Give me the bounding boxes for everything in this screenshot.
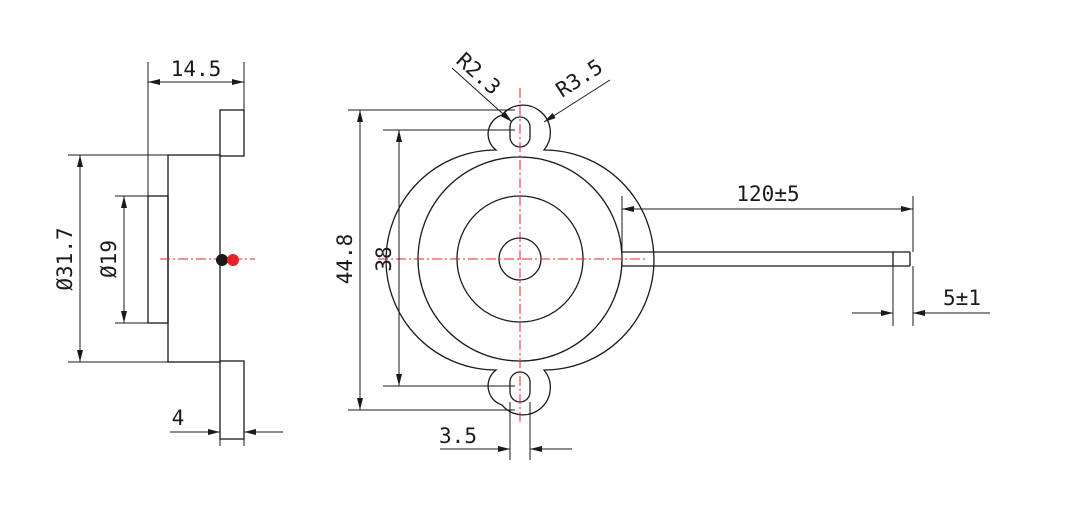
tab-thickness-label: 4 <box>172 406 185 430</box>
mounting-flange <box>385 104 655 416</box>
dim-hole-radius: R2.3 <box>452 48 513 123</box>
side-bottom-tab <box>219 360 245 440</box>
inner-diameter-label: Ø19 <box>97 240 121 278</box>
dim-inner-diameter: Ø19 <box>97 195 148 324</box>
dim-wire-strip: 5±1 <box>852 266 990 326</box>
wire-strip-label: 5±1 <box>943 286 981 310</box>
dim-side-width: 14.5 <box>147 57 245 196</box>
side-top-tab <box>219 109 245 157</box>
side-body <box>167 154 221 363</box>
side-view: 14.5 Ø31.7 Ø19 4 <box>53 57 283 446</box>
dim-tab-thickness: 4 <box>170 406 283 446</box>
hole-spacing-label: 38 <box>372 246 396 271</box>
hole-width-label: 3.5 <box>439 424 477 448</box>
dim-hole-width: 3.5 <box>439 402 572 460</box>
dim-overall-height: 44.8 <box>333 109 515 411</box>
front-view: 44.8 38 R2.3 R3.5 3.5 <box>333 48 990 460</box>
dim-tab-radius: R3.5 <box>543 55 611 123</box>
overall-height-label: 44.8 <box>333 234 357 285</box>
dim-wire-length: 120±5 <box>621 182 914 252</box>
wire-length-label: 120±5 <box>736 182 799 206</box>
outer-diameter-label: Ø31.7 <box>53 227 77 290</box>
side-width-label: 14.5 <box>171 57 222 81</box>
red-wire-dot <box>227 254 239 266</box>
tab-radius-label: R3.5 <box>552 55 607 103</box>
dim-outer-diameter: Ø31.7 <box>53 154 168 363</box>
dim-hole-spacing: 38 <box>372 129 515 387</box>
black-wire-dot <box>216 254 228 266</box>
